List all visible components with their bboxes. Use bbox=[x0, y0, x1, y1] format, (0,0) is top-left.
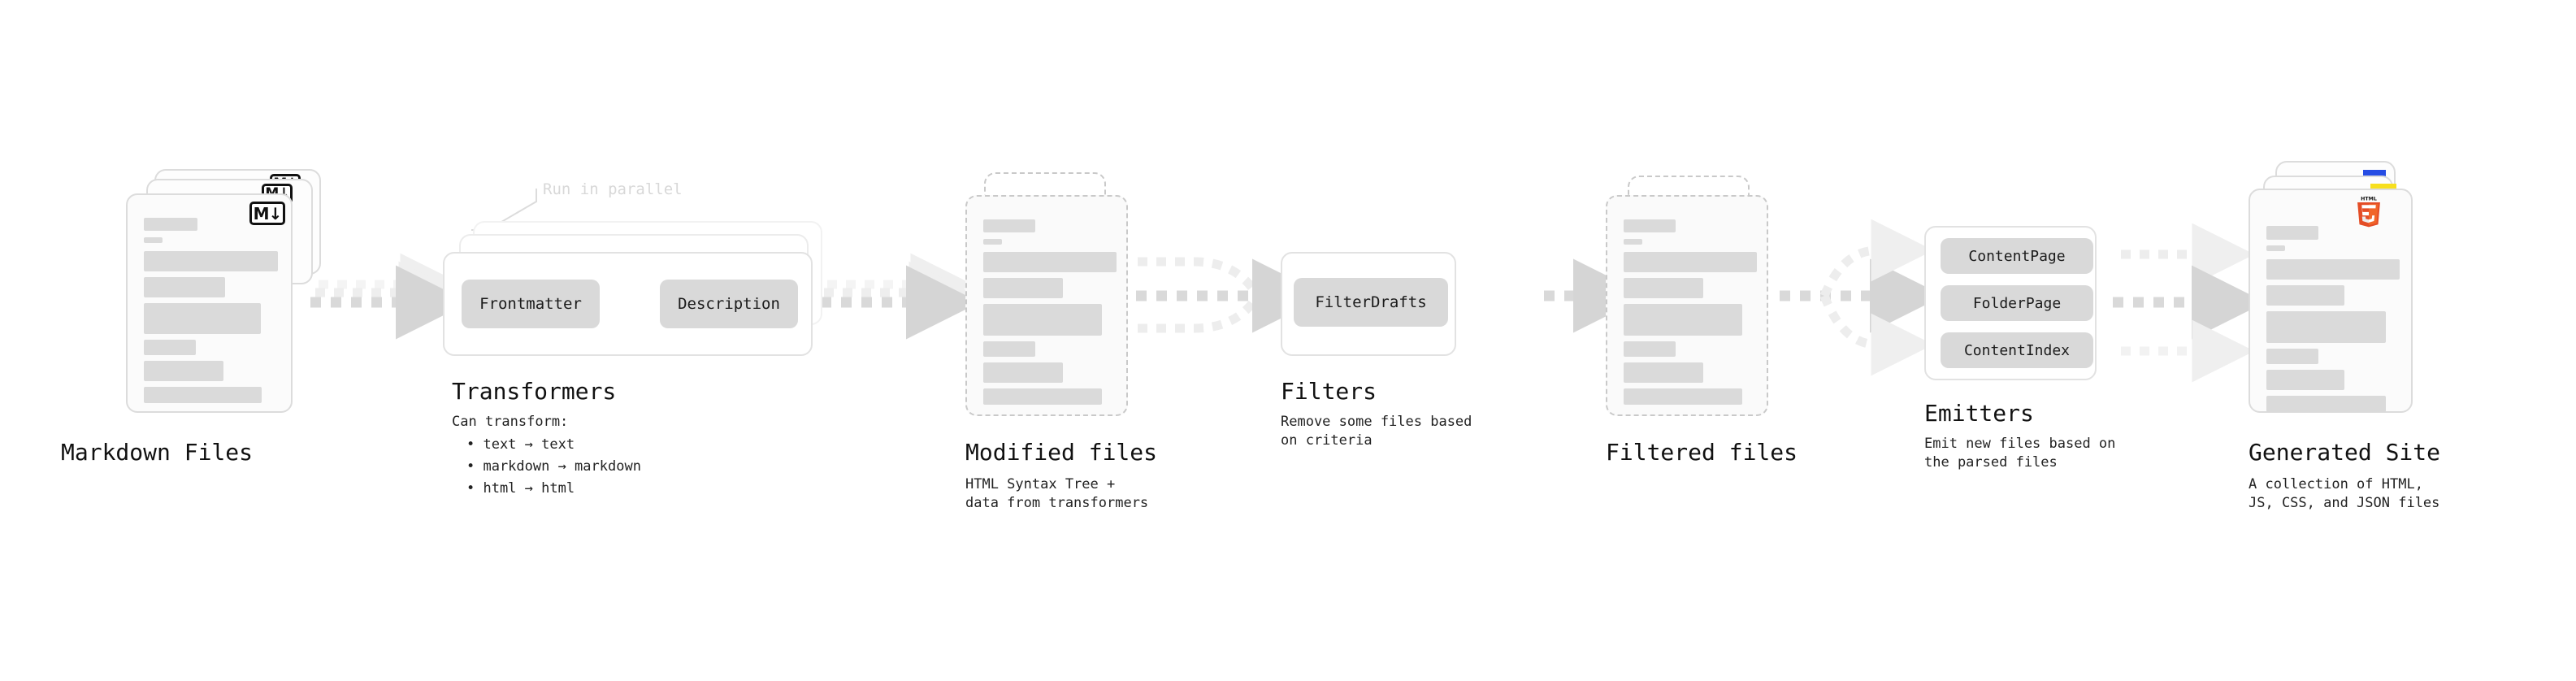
doc-line-1 bbox=[983, 252, 1117, 272]
transformers-bullet-3: • html → html bbox=[466, 480, 575, 497]
doc-line-4 bbox=[983, 341, 1035, 357]
modified-files-subtitle: HTML Syntax Tree + data from transformer… bbox=[965, 476, 1149, 511]
doc-line-3 bbox=[1624, 304, 1742, 336]
arrow-filtered-to-emitters bbox=[1780, 219, 1944, 376]
doc-line-6 bbox=[144, 387, 262, 403]
svg-text:HTML: HTML bbox=[2361, 196, 2377, 202]
stage-markdown-files: M↓ M↓ M↓ Markdown Files bbox=[0, 0, 325, 681]
doc-title-bar bbox=[2266, 226, 2318, 240]
site-card-front[interactable] bbox=[2249, 189, 2413, 413]
emitters-label: Emitters bbox=[1924, 400, 2034, 427]
arrow-transformers-to-modified bbox=[821, 253, 980, 340]
doc-subtitle-bar bbox=[144, 237, 163, 243]
filter-pill-filterdrafts[interactable]: FilterDrafts bbox=[1294, 278, 1448, 327]
transformers-bullet-1: • text → text bbox=[466, 436, 575, 453]
doc-line-1 bbox=[1624, 252, 1757, 272]
doc-line-3 bbox=[144, 303, 261, 334]
arrow-markdown-to-transformers bbox=[310, 253, 470, 340]
transformers-bullet-2: • markdown → markdown bbox=[466, 458, 641, 475]
doc-line-2 bbox=[1624, 278, 1703, 298]
doc-line-6 bbox=[1624, 388, 1742, 405]
doc-line-2 bbox=[2266, 285, 2344, 306]
markdown-icon-front: M↓ bbox=[249, 202, 285, 225]
run-in-parallel-label: Run in parallel bbox=[543, 180, 683, 198]
emitter-pill-contentpage[interactable]: ContentPage bbox=[1941, 238, 2093, 274]
emitter-pill-contentindex[interactable]: ContentIndex bbox=[1941, 332, 2093, 368]
markdown-card-front[interactable] bbox=[126, 193, 293, 413]
markdown-files-label: Markdown Files bbox=[61, 439, 254, 466]
generated-site-subtitle: A collection of HTML, JS, CSS, and JSON … bbox=[2249, 476, 2440, 511]
doc-line-5 bbox=[144, 361, 223, 381]
doc-line-5 bbox=[2266, 370, 2344, 390]
filtered-card-front[interactable] bbox=[1606, 195, 1768, 416]
arrow-emitters-to-site bbox=[2113, 223, 2266, 383]
stage-emitters: ContentPage FolderPage ContentIndex Emit… bbox=[1924, 226, 2116, 471]
doc-line-1 bbox=[144, 251, 278, 271]
stage-filters: FilterDrafts Filters Remove some files b… bbox=[1281, 252, 1472, 449]
doc-line-4 bbox=[144, 340, 196, 355]
generated-site-label: Generated Site bbox=[2249, 439, 2441, 466]
doc-line-5 bbox=[1624, 362, 1703, 383]
filtered-files-label: Filtered files bbox=[1606, 439, 1798, 466]
arrow-modified-to-filters bbox=[1136, 257, 1326, 333]
filters-subtitle: Remove some files based on criteria bbox=[1281, 414, 1472, 449]
doc-line-3 bbox=[2266, 311, 2386, 343]
doc-subtitle-bar bbox=[2266, 245, 2285, 251]
doc-line-3 bbox=[983, 304, 1102, 336]
stage-filtered-files: Filtered files bbox=[1606, 176, 1798, 466]
doc-title-bar bbox=[1624, 219, 1676, 232]
transformer-pill-description[interactable]: Description bbox=[660, 280, 798, 328]
doc-title-bar bbox=[144, 218, 197, 231]
stage-transformers: Frontmatter Description Run in parallel … bbox=[0, 0, 894, 681]
emitter-pill-folderpage[interactable]: FolderPage bbox=[1941, 285, 2093, 321]
filters-label: Filters bbox=[1281, 378, 1377, 405]
doc-line-4 bbox=[1624, 341, 1676, 357]
doc-line-1 bbox=[2266, 259, 2400, 280]
doc-line-6 bbox=[2266, 396, 2386, 412]
modified-card-front[interactable] bbox=[965, 195, 1128, 416]
doc-subtitle-bar bbox=[1624, 239, 1642, 245]
doc-line-2 bbox=[983, 278, 1063, 298]
stage-modified-files: Modified files HTML Syntax Tree + data f… bbox=[0, 0, 1219, 681]
html5-icon: HTML bbox=[2357, 196, 2380, 228]
doc-line-4 bbox=[2266, 349, 2318, 364]
doc-line-5 bbox=[983, 362, 1063, 383]
transformers-label: Transformers bbox=[452, 378, 617, 405]
emitters-subtitle: Emit new files based on the parsed files bbox=[1924, 436, 2116, 471]
transformer-pill-frontmatter[interactable]: Frontmatter bbox=[462, 280, 600, 328]
doc-title-bar bbox=[983, 219, 1035, 232]
doc-line-6 bbox=[983, 388, 1102, 405]
doc-subtitle-bar bbox=[983, 239, 1002, 245]
doc-line-2 bbox=[144, 277, 225, 297]
transformers-subtitle: Can transform: bbox=[452, 414, 569, 430]
modified-files-label: Modified files bbox=[965, 439, 1158, 466]
